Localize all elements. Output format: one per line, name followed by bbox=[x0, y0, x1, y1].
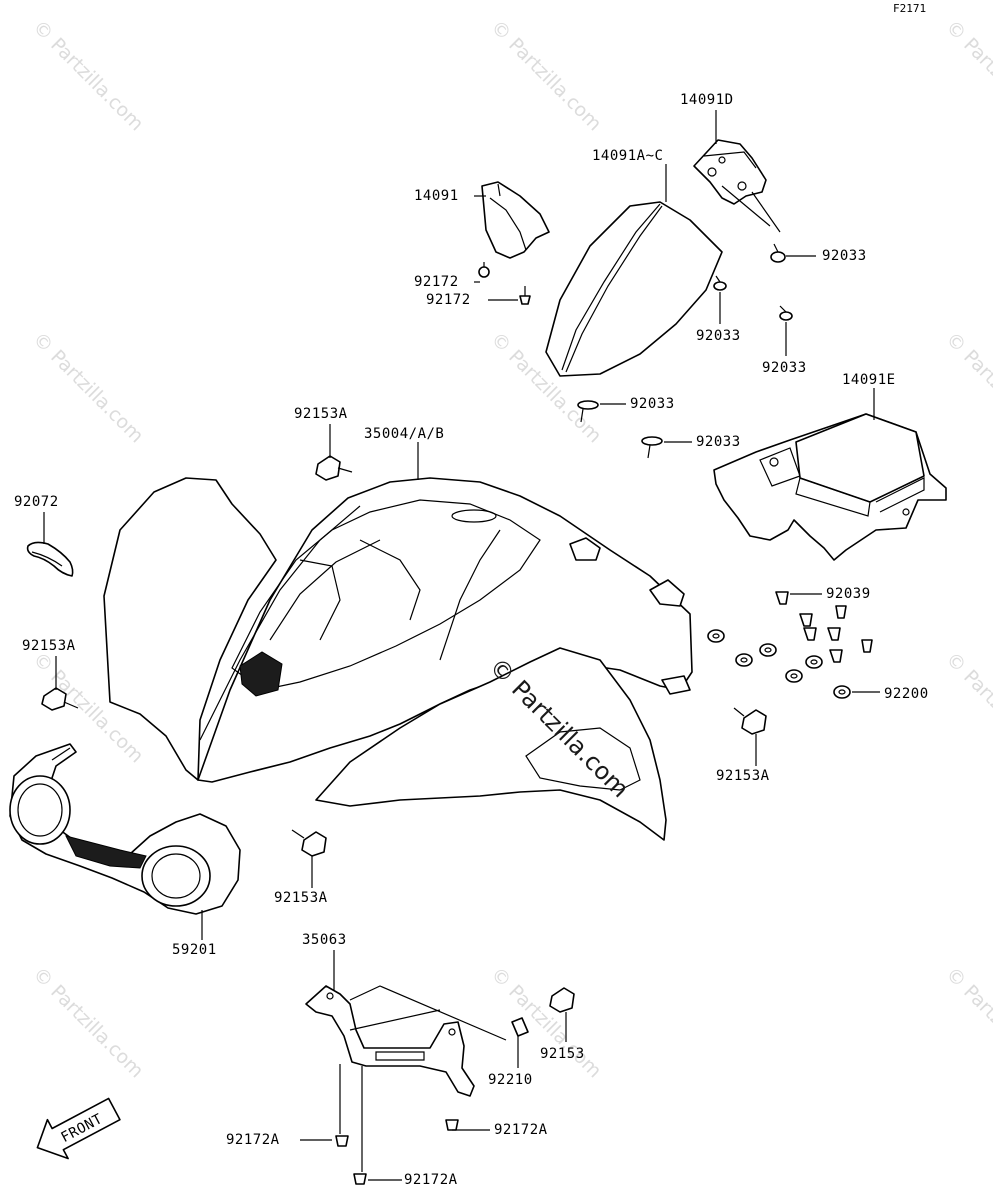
label-92172-a[interactable]: 92172 bbox=[414, 274, 459, 290]
label-92210[interactable]: 92210 bbox=[488, 1072, 533, 1088]
part-92072-band[interactable] bbox=[26, 541, 74, 577]
label-59201[interactable]: 59201 bbox=[172, 942, 217, 958]
part-59201-headlight-housing[interactable] bbox=[9, 743, 241, 915]
label-14091e[interactable]: 14091E bbox=[842, 372, 896, 388]
clip-92033-a[interactable] bbox=[770, 243, 786, 263]
label-92033-e[interactable]: 92033 bbox=[696, 434, 741, 450]
bolt-92153a-d[interactable] bbox=[291, 829, 327, 857]
label-14091d[interactable]: 14091D bbox=[680, 92, 734, 108]
label-92172a-a[interactable]: 92172A bbox=[226, 1132, 280, 1148]
part-14091-cover[interactable] bbox=[481, 181, 550, 259]
label-92033-c[interactable]: 92033 bbox=[762, 360, 807, 376]
watermark-text: © Partzilla.com bbox=[486, 963, 605, 1082]
watermark-text: © Partzilla.com bbox=[28, 963, 147, 1082]
label-92153a-b[interactable]: 92153A bbox=[22, 638, 76, 654]
clip-92033-c[interactable] bbox=[779, 305, 793, 321]
watermark-text: © Partzilla.com bbox=[28, 16, 147, 135]
clip-92033-e[interactable] bbox=[641, 436, 663, 459]
front-direction-badge: FRONT bbox=[36, 1097, 121, 1160]
clip-92033-b[interactable] bbox=[713, 275, 727, 291]
bolt-92172a-c[interactable] bbox=[353, 1173, 367, 1185]
label-14091ac[interactable]: 14091A~C bbox=[592, 148, 663, 164]
bolt-92172a-b[interactable] bbox=[445, 1119, 459, 1131]
watermark-text: © Partzilla.com bbox=[486, 16, 605, 135]
part-14091d-bracket[interactable] bbox=[693, 139, 767, 205]
bolt-92153a-c[interactable] bbox=[733, 707, 767, 735]
part-35004-fender[interactable] bbox=[103, 477, 693, 841]
label-92033-d[interactable]: 92033 bbox=[630, 396, 675, 412]
bolt-92153[interactable] bbox=[549, 987, 575, 1013]
watermark-text: © Partzilla.com bbox=[941, 16, 993, 135]
part-labels: 14091D 14091A~C 14091 92033 92172 92172 … bbox=[14, 92, 929, 1188]
label-92153a-a[interactable]: 92153A bbox=[294, 406, 348, 422]
label-92072[interactable]: 92072 bbox=[14, 494, 59, 510]
figure-id: F2171 bbox=[893, 2, 926, 15]
label-92033-a[interactable]: 92033 bbox=[822, 248, 867, 264]
watermark-text: © Partzilla.com bbox=[28, 328, 147, 447]
screw-92172-a[interactable] bbox=[478, 262, 490, 278]
part-14091ac-cover[interactable] bbox=[545, 201, 723, 377]
label-92033-b[interactable]: 92033 bbox=[696, 328, 741, 344]
label-92172a-c[interactable]: 92172A bbox=[404, 1172, 458, 1188]
watermark-text: © Partzilla.com bbox=[941, 648, 993, 767]
bolt-92153a-a[interactable] bbox=[315, 455, 353, 481]
label-92200[interactable]: 92200 bbox=[884, 686, 929, 702]
watermark-text: © Partzilla.com bbox=[941, 963, 993, 1082]
part-35063-bracket[interactable] bbox=[305, 985, 529, 1097]
label-92172a-b[interactable]: 92172A bbox=[494, 1122, 548, 1138]
part-14091e-box[interactable] bbox=[713, 413, 947, 561]
clip-92033-d[interactable] bbox=[577, 400, 599, 423]
label-92039[interactable]: 92039 bbox=[826, 586, 871, 602]
washers-92200-group[interactable] bbox=[707, 629, 851, 699]
bolt-92172a-a[interactable] bbox=[335, 1135, 349, 1147]
label-92153[interactable]: 92153 bbox=[540, 1046, 585, 1062]
label-92153a-c[interactable]: 92153A bbox=[716, 768, 770, 784]
label-14091[interactable]: 14091 bbox=[414, 188, 459, 204]
label-92172-b[interactable]: 92172 bbox=[426, 292, 471, 308]
watermark-text: © Partzilla.com bbox=[941, 328, 993, 447]
leader-lines bbox=[43, 110, 880, 1181]
label-35004[interactable]: 35004/A/B bbox=[364, 426, 444, 442]
screws-92039-group[interactable] bbox=[775, 591, 873, 663]
label-92153a-d[interactable]: 92153A bbox=[274, 890, 328, 906]
screw-92172-b[interactable] bbox=[519, 286, 531, 305]
label-35063[interactable]: 35063 bbox=[302, 932, 347, 948]
